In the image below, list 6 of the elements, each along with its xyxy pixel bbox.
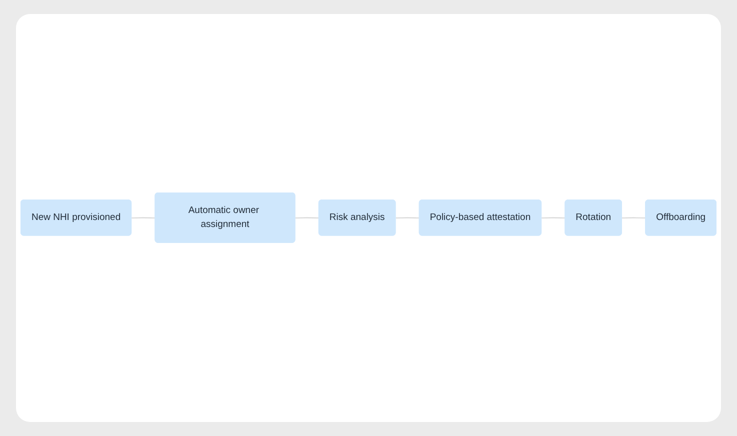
card-background: New NHI provisioned Automatic owner assignment Risk analysis Policy-based attestation Rotation Offboarding — [16, 14, 721, 422]
connector — [131, 218, 156, 219]
connector — [395, 218, 420, 219]
connector — [294, 218, 320, 219]
connector — [622, 218, 646, 219]
connector — [541, 218, 566, 219]
